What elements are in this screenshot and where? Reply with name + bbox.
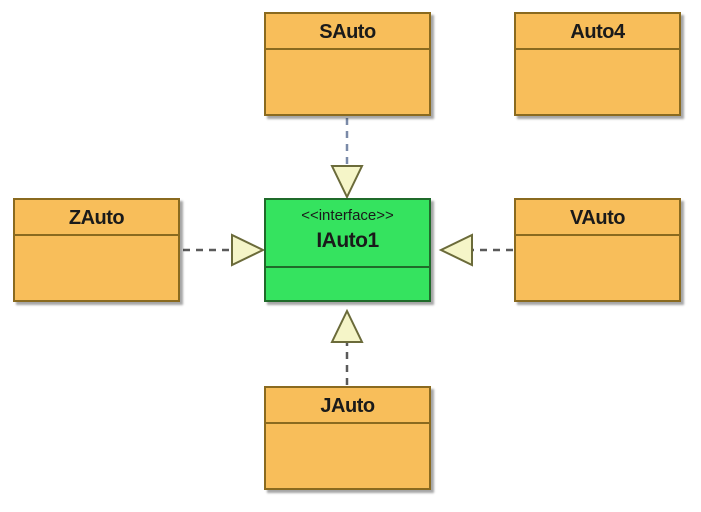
realization-arrowhead-zauto: [231, 233, 266, 267]
class-name: SAuto: [266, 14, 429, 50]
realization-arrowhead-sauto: [330, 165, 364, 200]
class-sauto[interactable]: SAuto: [264, 12, 431, 116]
class-vauto[interactable]: VAuto: [514, 198, 681, 302]
class-name: JAuto: [266, 388, 429, 424]
interface-iauto1[interactable]: <<interface>> IAuto1: [264, 198, 431, 302]
class-name: ZAuto: [15, 200, 178, 236]
interface-stereotype: <<interface>>: [301, 207, 394, 224]
realization-arrowhead-jauto: [330, 308, 364, 343]
realization-arrowhead-vauto: [438, 233, 473, 267]
class-auto4[interactable]: Auto4: [514, 12, 681, 116]
interface-name: IAuto1: [316, 229, 379, 252]
class-zauto[interactable]: ZAuto: [13, 198, 180, 302]
class-jauto[interactable]: JAuto: [264, 386, 431, 490]
class-name: VAuto: [516, 200, 679, 236]
class-name: Auto4: [516, 14, 679, 50]
interface-header: <<interface>> IAuto1: [266, 200, 429, 268]
